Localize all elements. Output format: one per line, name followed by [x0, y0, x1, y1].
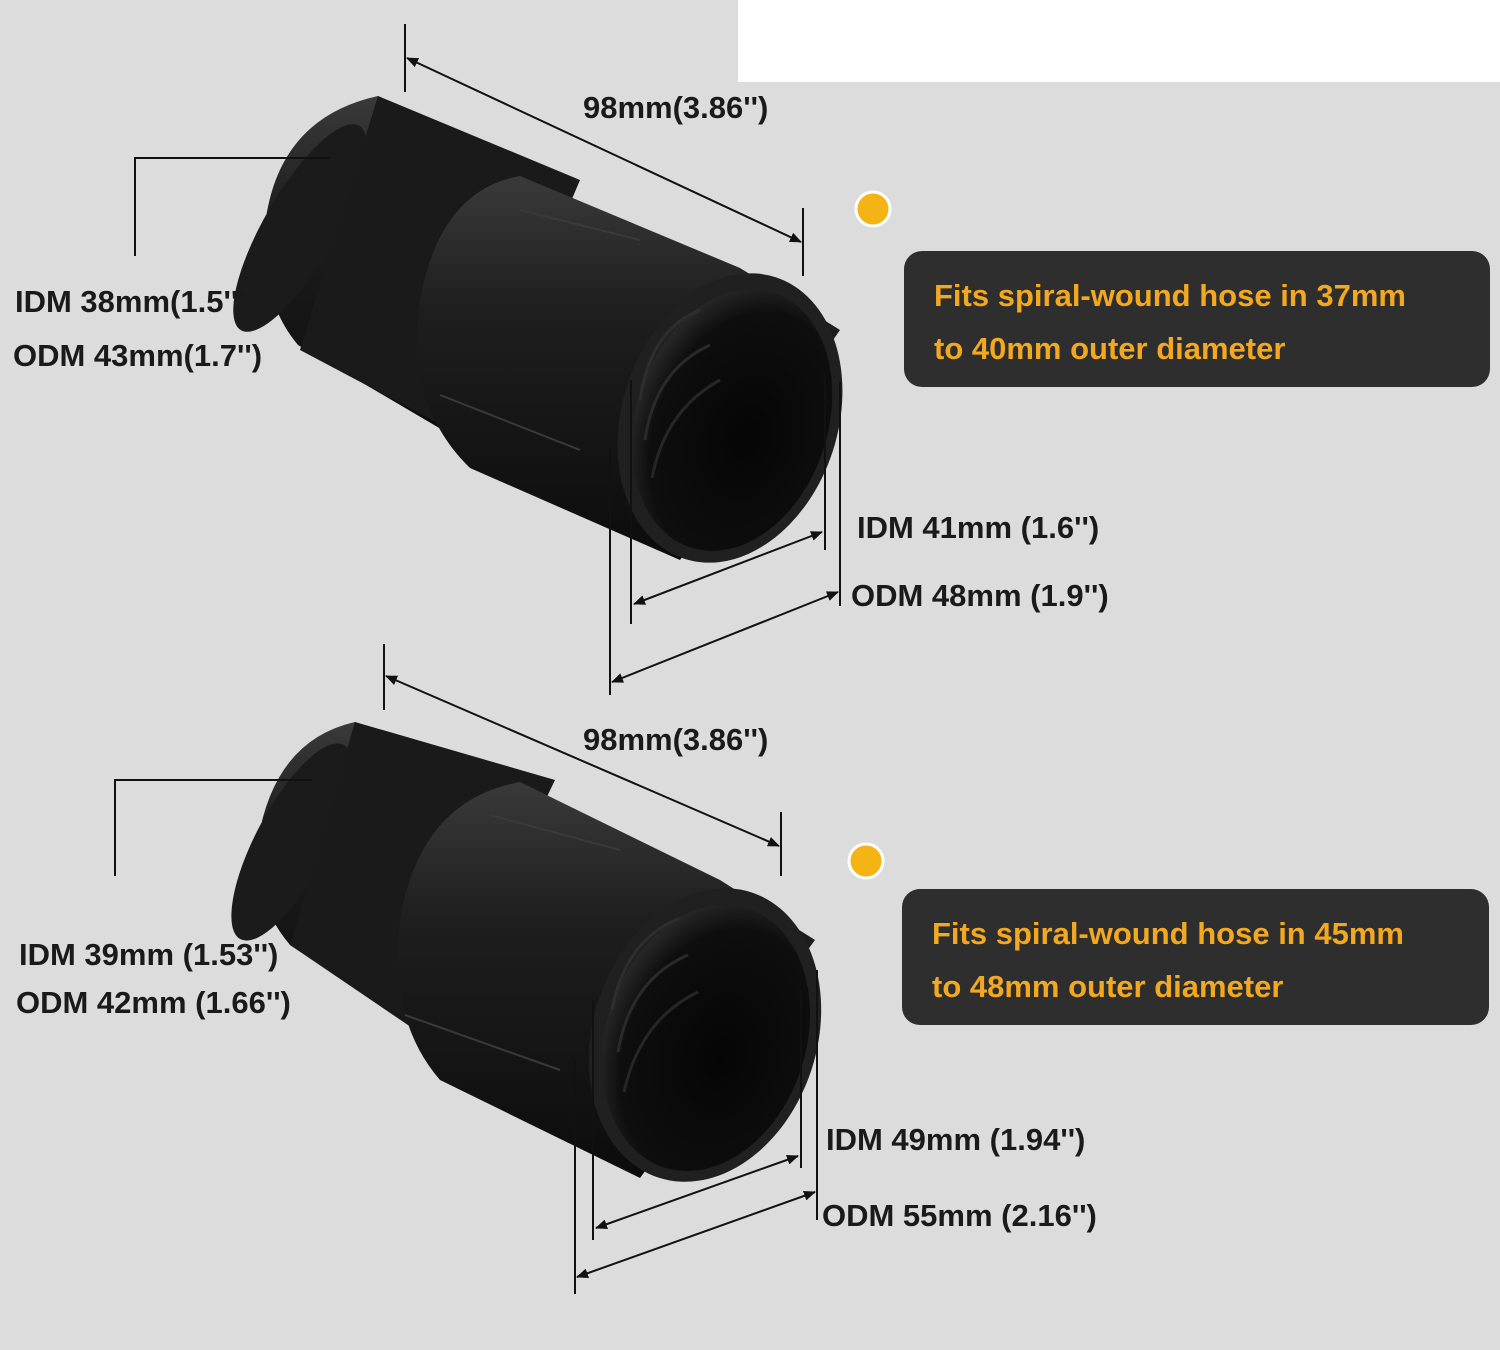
adapter-1-large-idm-label: IDM 41mm (1.6'')	[857, 510, 1100, 545]
adapter-1-length-label: 98mm(3.86'')	[583, 90, 769, 125]
adapter-1-callout-line-2: to 40mm outer diameter	[934, 331, 1286, 366]
bullet-dot-2	[847, 842, 885, 880]
adapter-2-small-odm-label: ODM 42mm (1.66'')	[16, 985, 291, 1020]
adapter-2-fit-callout: Fits spiral-wound hose in 45mm to 48mm o…	[902, 889, 1489, 1025]
adapter-2-large-idm-label: IDM 49mm (1.94'')	[826, 1122, 1086, 1157]
adapter-1-dimension-lines	[134, 24, 841, 695]
adapter-2-callout-line-2: to 48mm outer diameter	[932, 969, 1284, 1004]
adapter-1-fit-callout: Fits spiral-wound hose in 37mm to 40mm o…	[904, 251, 1490, 387]
adapter-2-callout-line-1: Fits spiral-wound hose in 45mm	[932, 916, 1404, 951]
bullet-dot-1	[854, 190, 892, 228]
adapter-1-callout-line-1: Fits spiral-wound hose in 37mm	[934, 278, 1406, 313]
adapter-2-length-label: 98mm(3.86'')	[583, 722, 769, 757]
adapter-1-small-odm-label: ODM 43mm(1.7'')	[13, 338, 263, 373]
adapter-1-small-idm-label: IDM 38mm(1.5'')	[15, 284, 249, 319]
adapter-1-large-odm-label: ODM 48mm (1.9'')	[851, 578, 1109, 613]
adapter-2-large-odm-label: ODM 55mm (2.16'')	[822, 1198, 1097, 1233]
adapter-2-small-idm-label: IDM 39mm (1.53'')	[19, 937, 279, 972]
adapter-2-dimension-lines	[114, 644, 818, 1294]
